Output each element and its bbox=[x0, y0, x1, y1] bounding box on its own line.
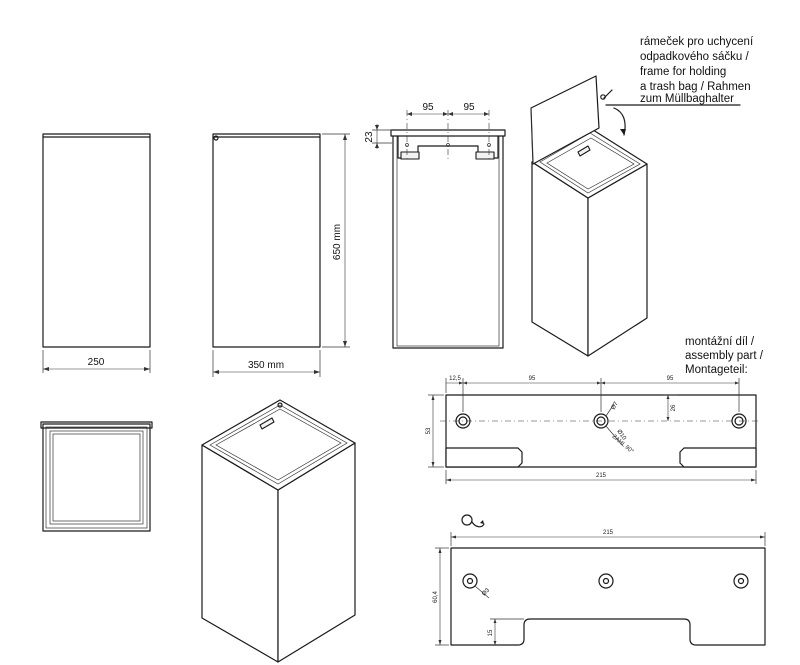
assembly-top-length: 215 bbox=[596, 473, 607, 479]
assembly-top-hole-diameter: Ø7 bbox=[611, 400, 621, 411]
frame-note-line-2: odpadkového sáčku / bbox=[640, 51, 749, 63]
frame-note-line-1: rámeček pro uchycení bbox=[640, 36, 754, 48]
assembly-note-line-3: Montageteil: bbox=[685, 364, 748, 376]
side-width-label: 350 mm bbox=[248, 360, 284, 371]
frame-note-line-5: zum Müllbaghalter bbox=[640, 93, 734, 105]
assembly-top-pitch-2: 95 bbox=[667, 376, 674, 382]
assembly-note-line-2: assembly part / bbox=[685, 350, 764, 362]
side-height-label: 650 mm bbox=[332, 224, 343, 260]
assembly-bottom-height: 60,4 bbox=[433, 591, 439, 603]
assembly-bottom-length: 215 bbox=[603, 530, 614, 536]
section-dim-right: 95 bbox=[463, 102, 475, 113]
assembly-top-hole-y: 26 bbox=[671, 404, 677, 411]
top-view bbox=[40, 421, 153, 532]
assembly-top-offset: 12,5 bbox=[449, 376, 461, 382]
assembly-part-bottom: 215 60,4 15 Ø3 bbox=[433, 514, 766, 646]
section-dim-frame: 23 bbox=[364, 131, 375, 143]
front-width-label: 250 bbox=[88, 357, 105, 368]
isometric-closed-view bbox=[201, 399, 356, 663]
section-view: 95 95 23 bbox=[364, 102, 506, 349]
isometric-open-view bbox=[530, 75, 741, 357]
frame-note-line-4: a trash bag / Rahmen bbox=[640, 81, 751, 93]
assembly-bottom-hole-diameter: Ø3 bbox=[481, 587, 491, 597]
section-dim-left: 95 bbox=[422, 102, 434, 113]
assembly-top-countersink: Ø10 bbox=[615, 429, 627, 442]
side-view: 350 mm 650 mm bbox=[212, 133, 350, 377]
assembly-note-line-1: montážní díl / bbox=[685, 336, 755, 348]
assembly-bottom-slot: 15 bbox=[488, 629, 494, 636]
frame-note-line-3: frame for holding bbox=[640, 66, 726, 78]
assembly-top-pitch-1: 95 bbox=[529, 376, 536, 382]
assembly-top-height: 53 bbox=[426, 427, 432, 434]
front-view: 250 bbox=[42, 133, 151, 373]
assembly-part-top: 12,5 95 95 215 53 26 Ø7 Ø10 ZAHL 90° bbox=[426, 376, 760, 484]
